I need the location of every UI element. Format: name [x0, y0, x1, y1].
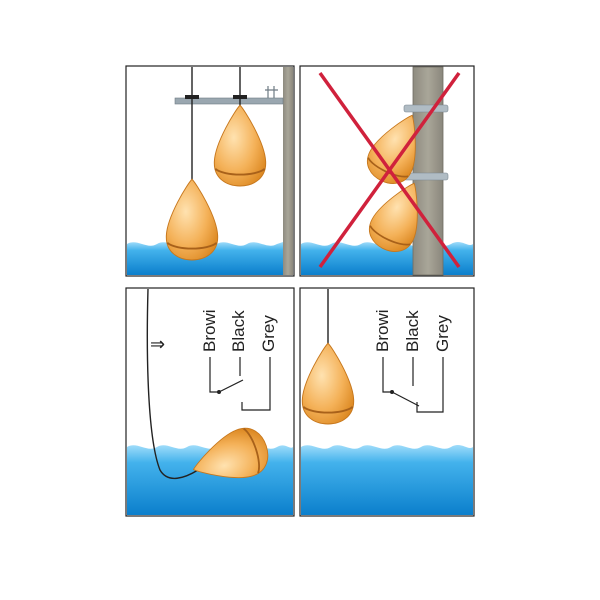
switch-schematic — [382, 357, 444, 413]
mounting-bracket — [174, 97, 284, 105]
transition-arrow: ⇒ — [150, 334, 165, 355]
pipe-strap — [403, 172, 449, 181]
panel-correct-mounting — [125, 65, 295, 277]
wire-label-black: Black — [229, 310, 248, 352]
pipe — [412, 66, 444, 276]
water-surface — [127, 242, 283, 275]
pipe-strap — [403, 104, 449, 113]
float-cable — [146, 288, 199, 479]
wire-label-grey: Grey — [259, 315, 278, 352]
water-surface — [301, 445, 473, 515]
wall — [283, 67, 293, 275]
panel-incorrect-mounting — [299, 65, 475, 277]
panel-float-down-state: Browi Black Grey — [299, 287, 475, 517]
wire-label-brown: Browi — [373, 309, 392, 352]
wire-label-grey: Grey — [433, 315, 452, 352]
wire-label-black: Black — [403, 310, 422, 352]
wrong-cross-mark — [318, 71, 461, 269]
panel-float-up-state: ⇒ Browi Black Grey — [125, 287, 295, 517]
switch-schematic — [209, 357, 271, 411]
wire-label-brown: Browi — [200, 309, 219, 352]
